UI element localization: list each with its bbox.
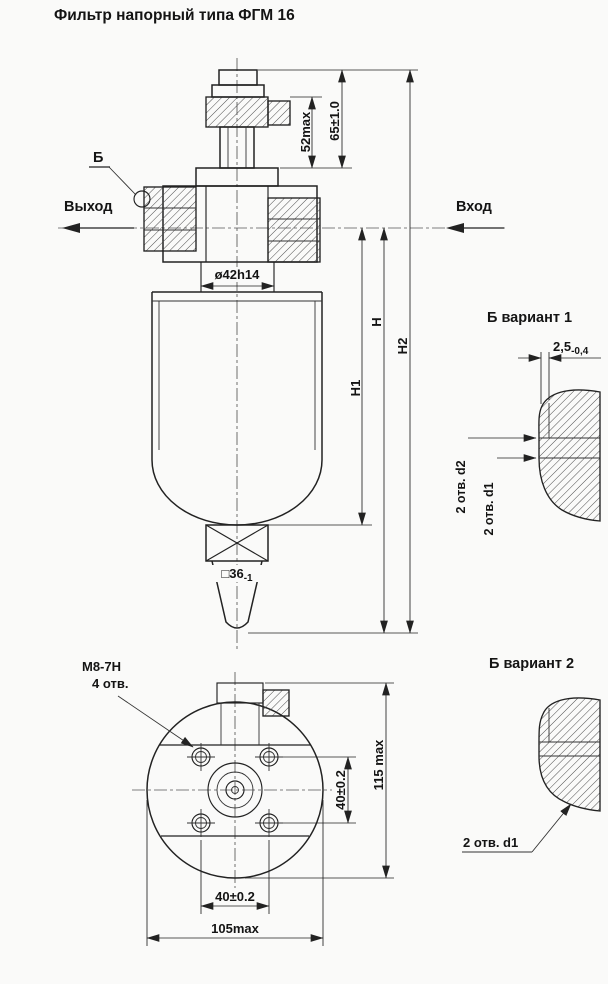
bolt-hole — [187, 809, 215, 837]
labels: Фильтр напорный типа ФГМ 16 Выход Вход Б… — [54, 7, 589, 936]
variant1-title: Б вариант 1 — [487, 310, 572, 326]
inlet-arrow-icon — [446, 223, 464, 233]
right-port-boss — [267, 197, 321, 263]
top-cap — [218, 69, 258, 86]
drain-square-boss — [205, 524, 269, 562]
thread-count-label: 4 отв. — [92, 676, 128, 691]
drawing-title: Фильтр напорный типа ФГМ 16 — [54, 7, 295, 24]
section-ref-label: Б — [93, 150, 103, 166]
dim-105-max: 105max — [211, 921, 259, 936]
dim-h2: H2 — [395, 338, 410, 355]
dim-h1: H1 — [348, 380, 363, 397]
bottom-dimensions — [146, 682, 394, 946]
bolt-hole — [255, 743, 283, 771]
dim-115-max: 115 max — [371, 739, 386, 790]
bolt-hole — [255, 809, 283, 837]
dim-cap-height: 52max — [298, 111, 313, 152]
section-ref — [89, 166, 151, 208]
dim-h: H — [369, 317, 384, 326]
dim-2-5: 2,5-0,4 — [553, 339, 589, 357]
flow-arrows — [62, 223, 504, 233]
inlet-flow-label: Вход — [456, 199, 492, 215]
fitting-elbow — [267, 100, 291, 126]
section-ref-circle — [133, 190, 151, 208]
variant1-holes-d2-label: 2 отв. d2 — [454, 460, 468, 513]
outlet-arrow-icon — [62, 223, 80, 233]
main-dimensions — [200, 69, 418, 634]
fitting-section — [205, 96, 269, 128]
variant2-section — [538, 697, 601, 812]
drain-tail — [211, 560, 263, 629]
variant1-section — [538, 389, 601, 522]
thread-spec-label: М8-7Н — [82, 659, 121, 674]
dim-square-36: □36-1 — [221, 566, 253, 584]
center-boss — [207, 762, 263, 818]
variant1-holes-d1-label: 2 отв. d1 — [482, 482, 496, 535]
bolt-hole — [187, 743, 215, 771]
elbow-projection — [262, 689, 290, 717]
fitting-projection — [216, 682, 264, 704]
variant2-title: Б вариант 2 — [489, 656, 574, 672]
centerlines — [58, 58, 505, 888]
main-view — [143, 69, 323, 629]
dim-40-horizontal: 40±0.2 — [215, 889, 255, 904]
left-port-boss — [143, 186, 197, 252]
variant2-holes-d1-label: 2 отв. d1 — [463, 835, 518, 850]
dim-40-vertical: 40±0.2 — [333, 770, 348, 810]
dim-head-height: 65±1.0 — [327, 101, 342, 141]
variant1-detail — [468, 352, 601, 522]
variant2-detail — [462, 697, 601, 853]
outlet-flow-label: Выход — [64, 199, 112, 215]
flange-outline — [146, 701, 324, 879]
bottom-view — [117, 682, 324, 879]
dim-spigot-diameter: ø42h14 — [215, 267, 261, 282]
